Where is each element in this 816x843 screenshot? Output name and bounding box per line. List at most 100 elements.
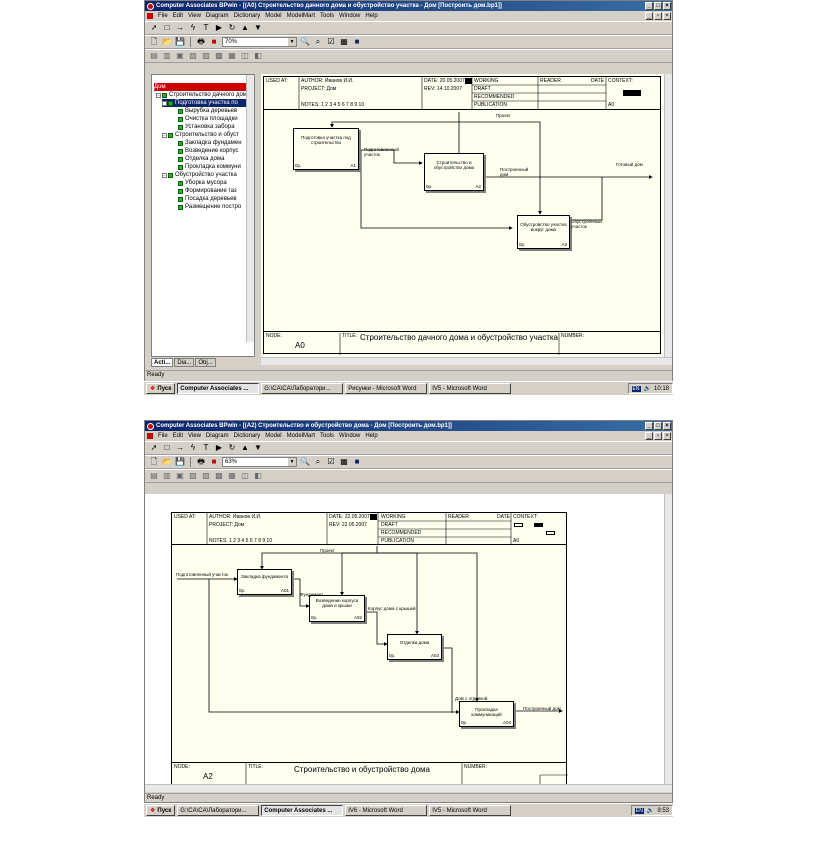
task-word-iv6[interactable]: IV6 - Microsoft Word (345, 805, 428, 816)
speaker-icon[interactable]: 🔊 (643, 386, 651, 392)
tab-diagrams[interactable]: Dia... (174, 358, 195, 367)
mart-icon-3[interactable]: ▣ (176, 51, 184, 60)
print-icon[interactable]: 🖶 (197, 37, 205, 46)
canvas-vertical-scrollbar[interactable] (664, 494, 672, 784)
menu-window[interactable]: Window (339, 433, 361, 439)
menu-tools[interactable]: Tools (319, 13, 334, 19)
menu-window[interactable]: Window (339, 13, 361, 19)
language-indicator[interactable]: EN (631, 385, 641, 392)
maximize-button[interactable]: □ (654, 2, 662, 10)
color-icon[interactable]: ■ (211, 37, 217, 46)
canvas-horizontal-scrollbar[interactable] (261, 357, 672, 365)
open-icon[interactable]: 📂 (162, 457, 172, 466)
color-icon[interactable]: ■ (211, 457, 217, 466)
menu-model[interactable]: Model (265, 433, 282, 439)
start-button[interactable]: ❖Пуск (146, 383, 176, 394)
doc-restore-button[interactable]: ▫ (654, 432, 662, 440)
pointer-tool-icon[interactable]: ➚ (150, 443, 158, 452)
task-word-iv5[interactable]: IV5 - Microsoft Word (429, 805, 512, 816)
mart-icon-7[interactable]: ▦ (228, 51, 236, 60)
activity-box-a2[interactable]: Строительство и обустройство дома 0р. A2 (424, 153, 484, 191)
mart-icon-9[interactable]: ◧ (254, 471, 262, 480)
menu-view[interactable]: View (188, 13, 201, 19)
menu-view[interactable]: View (188, 433, 201, 439)
tab-objects[interactable]: Obj... (195, 358, 216, 367)
mart-icon-9[interactable]: ◧ (254, 51, 262, 60)
task-bpwin[interactable]: Computer Associates ... (261, 805, 344, 816)
canvas-vertical-scrollbar[interactable] (664, 74, 672, 357)
tree-item[interactable]: −Обустройство участка (162, 171, 237, 179)
diagram-icon[interactable]: ▦ (340, 457, 348, 466)
text-tool-icon[interactable]: T (203, 443, 209, 452)
mart-icon-8[interactable]: ◫ (241, 51, 249, 60)
mart-icon-3[interactable]: ▣ (176, 471, 184, 480)
arrow-tool-icon[interactable]: → (176, 23, 184, 32)
mart-icon-5[interactable]: ▨ (202, 471, 210, 480)
tree-item[interactable]: Очистка площадки (178, 115, 238, 123)
down-tool-icon[interactable]: ▼ (254, 443, 262, 452)
diagram-icon[interactable]: ▦ (340, 37, 348, 46)
mart-icon-1[interactable]: ▤ (150, 51, 158, 60)
task-word-pictures[interactable]: Рисунки - Microsoft Word (345, 383, 428, 394)
collapse-icon[interactable]: − (156, 92, 161, 98)
menu-diagram[interactable]: Diagram (205, 13, 229, 19)
save-icon[interactable]: 💾 (175, 457, 185, 466)
tree-item[interactable]: Вырубка деревьев (178, 107, 237, 115)
menu-tools[interactable]: Tools (319, 433, 334, 439)
menu-file[interactable]: File (158, 13, 168, 19)
tree-item[interactable]: −Строительство и обуст (162, 131, 239, 139)
doc-restore-button[interactable]: ▫ (654, 12, 662, 20)
collapse-icon[interactable]: − (162, 172, 167, 178)
squiggle-tool-icon[interactable]: ϟ (190, 443, 196, 452)
title-bar[interactable]: Computer Associates BPwin - [(A2) Строит… (145, 421, 672, 431)
menu-edit[interactable]: Edit (172, 13, 184, 19)
mart-icon-5[interactable]: ▨ (202, 51, 210, 60)
tree-item[interactable]: −Строительство дачного дом (156, 91, 247, 99)
new-icon[interactable]: 🗋 (150, 37, 158, 46)
tree-vertical-scrollbar[interactable] (246, 75, 254, 342)
activity-box-a3[interactable]: Обустройство участка вокруг дома 0р. A3 (517, 215, 570, 249)
activity-box-a02[interactable]: Возведение корпуса дома и крыши 0р. A02 (309, 595, 365, 622)
task-explorer[interactable]: G:\CA\CA\Лаборатори... (177, 805, 260, 816)
pointer-tool-icon[interactable]: ➚ (150, 23, 158, 32)
text-tool-icon[interactable]: T (203, 23, 209, 32)
menu-file[interactable]: File (158, 433, 168, 439)
task-bpwin[interactable]: Computer Associates ... (177, 383, 260, 394)
mart-icon-1[interactable]: ▤ (150, 471, 158, 480)
speaker-icon[interactable]: 🔊 (646, 808, 655, 814)
rotate-tool-icon[interactable]: ↻ (228, 23, 236, 32)
activity-box-a04[interactable]: Прокладка коммуникаций 0р. A04 (459, 701, 514, 727)
maximize-button[interactable]: □ (654, 422, 662, 430)
rotate-tool-icon[interactable]: ↻ (228, 443, 236, 452)
mart-icon-7[interactable]: ▦ (228, 471, 236, 480)
mart-icon-4[interactable]: ▧ (189, 471, 197, 480)
activity-box-a01[interactable]: Закладка фундамента 0р. A01 (237, 569, 292, 595)
zoom-select[interactable]: 63% (222, 457, 297, 467)
menu-help[interactable]: Help (365, 433, 378, 439)
mart-icon-2[interactable]: ▥ (163, 51, 171, 60)
doc-minimize-button[interactable]: _ (645, 12, 653, 20)
save-icon[interactable]: 💾 (175, 37, 185, 46)
open-icon[interactable]: 📂 (162, 37, 172, 46)
play-tool-icon[interactable]: ▶ (215, 443, 223, 452)
down-tool-icon[interactable]: ▼ (254, 23, 262, 32)
menu-dictionary[interactable]: Dictionary (233, 433, 261, 439)
start-button[interactable]: ❖Пуск (146, 805, 176, 816)
up-tool-icon[interactable]: ▲ (241, 23, 249, 32)
language-indicator[interactable]: EN (634, 807, 644, 814)
tree-item[interactable]: Отделка дома (178, 155, 224, 163)
zoom-in-icon[interactable]: 🔍 (300, 457, 310, 466)
zoom-area-icon[interactable]: ⌕ (315, 37, 321, 46)
zoom-select[interactable]: 70% (222, 37, 297, 47)
tree-item[interactable]: Закладка фундамен (178, 139, 242, 147)
tree-item[interactable]: Прокладка коммуни (178, 163, 241, 171)
tree-item-selected[interactable]: −Подготовка участка по (162, 99, 248, 107)
collapse-icon[interactable]: − (162, 132, 167, 138)
play-tool-icon[interactable]: ▶ (215, 23, 223, 32)
squiggle-tool-icon[interactable]: ϟ (190, 23, 196, 32)
minimize-button[interactable]: _ (645, 2, 653, 10)
navigator-icon[interactable]: ■ (354, 37, 360, 46)
mart-icon-6[interactable]: ▩ (215, 51, 223, 60)
box-tool-icon[interactable]: □ (164, 23, 170, 32)
close-button[interactable]: × (663, 2, 671, 10)
